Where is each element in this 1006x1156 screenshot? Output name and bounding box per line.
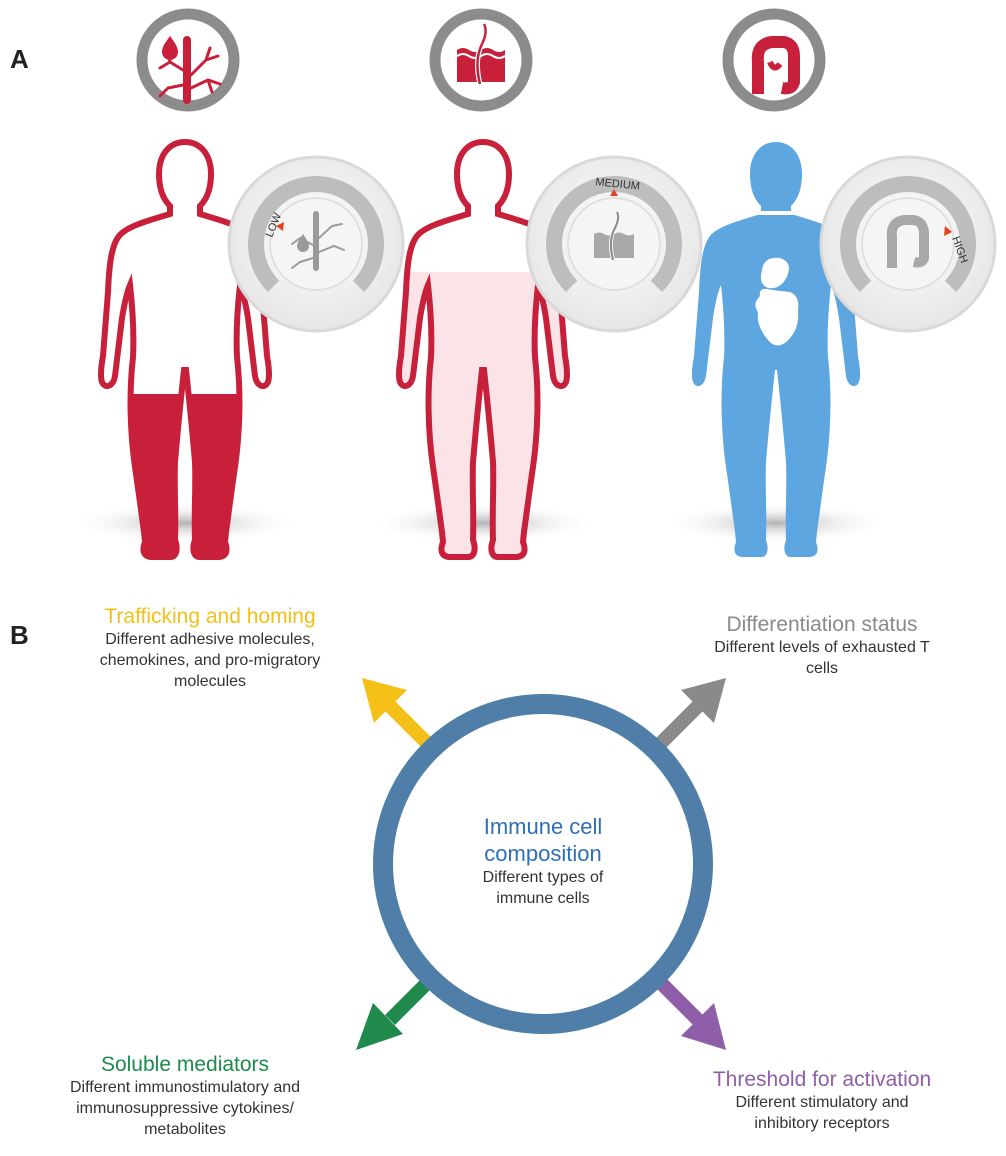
immune-composition-ring [373, 694, 713, 1034]
level-label-medium: MEDIUM [595, 176, 641, 193]
ground-shadow [368, 503, 598, 543]
panel-letter-b: B [10, 620, 29, 650]
arrow-threshold [655, 977, 726, 1050]
digestive-organs-icon [755, 257, 799, 346]
factor-trafficking: Trafficking and homing Different adhesiv… [55, 604, 365, 692]
panel-letter-a: A [10, 44, 29, 74]
factor-threshold: Threshold for activation Different stimu… [672, 1067, 972, 1134]
factor-desc-line: Different stimulatory and [735, 1094, 909, 1111]
factor-desc-line: Different adhesive molecules, [105, 631, 315, 648]
intestine-icon [722, 8, 826, 112]
factor-desc-line: Different levels of exhausted T [714, 639, 930, 656]
ground-shadow [70, 503, 300, 543]
factor-desc-line: metabolites [144, 1121, 226, 1138]
gauge-medium: MEDIUM [525, 155, 703, 333]
factor-title: Trafficking and homing [104, 605, 316, 628]
figure-skin: MEDIUM [380, 8, 703, 572]
gauge-high: HIGH [819, 155, 997, 333]
factor-desc-line: inhibitory receptors [754, 1115, 890, 1132]
figure-blood: LOW [80, 8, 405, 564]
factor-desc-line: molecules [173, 673, 247, 690]
arrow-soluble-mediators [356, 977, 433, 1050]
arrow-trafficking [362, 678, 433, 749]
factor-desc-line: immunosuppressive cytokines/ [76, 1100, 294, 1117]
factor-title: Soluble mediators [100, 1053, 270, 1076]
blood-vessel-icon [136, 8, 240, 112]
figure-gut: HIGH [691, 8, 997, 557]
center-desc-line2: immune cells [496, 890, 590, 907]
center-desc-line1: Different types of [482, 869, 604, 886]
arrow-differentiation [655, 678, 726, 749]
factor-title: Differentiation status [726, 613, 918, 636]
factor-soluble-mediators: Soluble mediators Different immunostimul… [20, 1052, 350, 1140]
ground-shadow [661, 503, 891, 543]
center-title-line2: composition [484, 841, 602, 866]
factor-desc-line: chemokines, and pro-migratory [99, 652, 321, 669]
skin-hair-follicle-icon [429, 8, 533, 112]
factor-desc-line: Different immunostimulatory and [69, 1079, 301, 1096]
gauge-low: LOW [227, 155, 405, 333]
center-label: Immune cell composition Different types … [423, 813, 663, 909]
factor-differentiation: Differentiation status Different levels … [672, 612, 972, 679]
factor-title: Threshold for activation [712, 1068, 932, 1091]
factor-desc-line: cells [805, 660, 838, 677]
center-title-line1: Immune cell [483, 814, 603, 839]
